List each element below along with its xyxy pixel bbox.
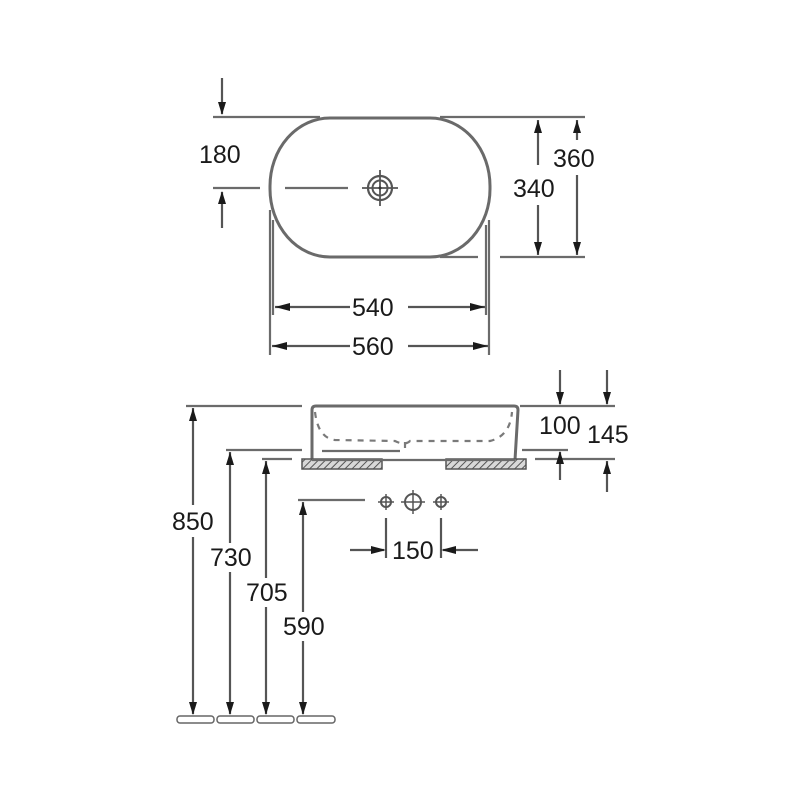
dimension-180: 180 (199, 78, 241, 228)
dimension-label-560: 560 (352, 333, 394, 361)
dimension-145: 145 (587, 370, 629, 492)
dimension-label-850: 850 (172, 508, 214, 536)
tap-connection-left-icon (378, 494, 394, 510)
dimension-705: 705 (246, 461, 288, 715)
bowl-inner-hidden-line (313, 411, 514, 445)
dimension-label-100: 100 (539, 412, 581, 440)
dimension-340: 340 (513, 120, 555, 255)
dimension-label-730: 730 (210, 544, 252, 572)
waste-outlet-icon (362, 170, 398, 206)
dimension-label-540: 540 (352, 294, 394, 322)
dimension-850: 850 (172, 408, 214, 715)
dimension-100: 100 (539, 370, 581, 480)
dimension-label-705: 705 (246, 579, 288, 607)
dimension-label-590: 590 (283, 613, 325, 641)
dimension-560: 560 (272, 333, 488, 361)
tap-connection-right-icon (433, 494, 449, 510)
dimension-label-340: 340 (513, 175, 555, 203)
dimension-label-360: 360 (553, 145, 595, 173)
tap-connection-icons (378, 490, 449, 514)
dimension-label-180: 180 (199, 141, 241, 169)
dimension-label-145: 145 (587, 421, 629, 449)
dimension-730: 730 (210, 452, 252, 715)
dimension-590: 590 (283, 502, 325, 715)
side-view: 100 145 (172, 370, 629, 724)
floor-blocks (176, 715, 336, 724)
basin-profile (310, 404, 520, 461)
basin-outline-oval (268, 116, 492, 259)
dimension-540: 540 (275, 294, 485, 322)
dimension-150: 150 (350, 518, 478, 565)
dimension-label-150: 150 (392, 537, 434, 565)
tap-connection-center-icon (401, 490, 425, 514)
top-view: 180 340 360 540 (199, 78, 595, 361)
dimension-360: 360 (553, 120, 595, 255)
